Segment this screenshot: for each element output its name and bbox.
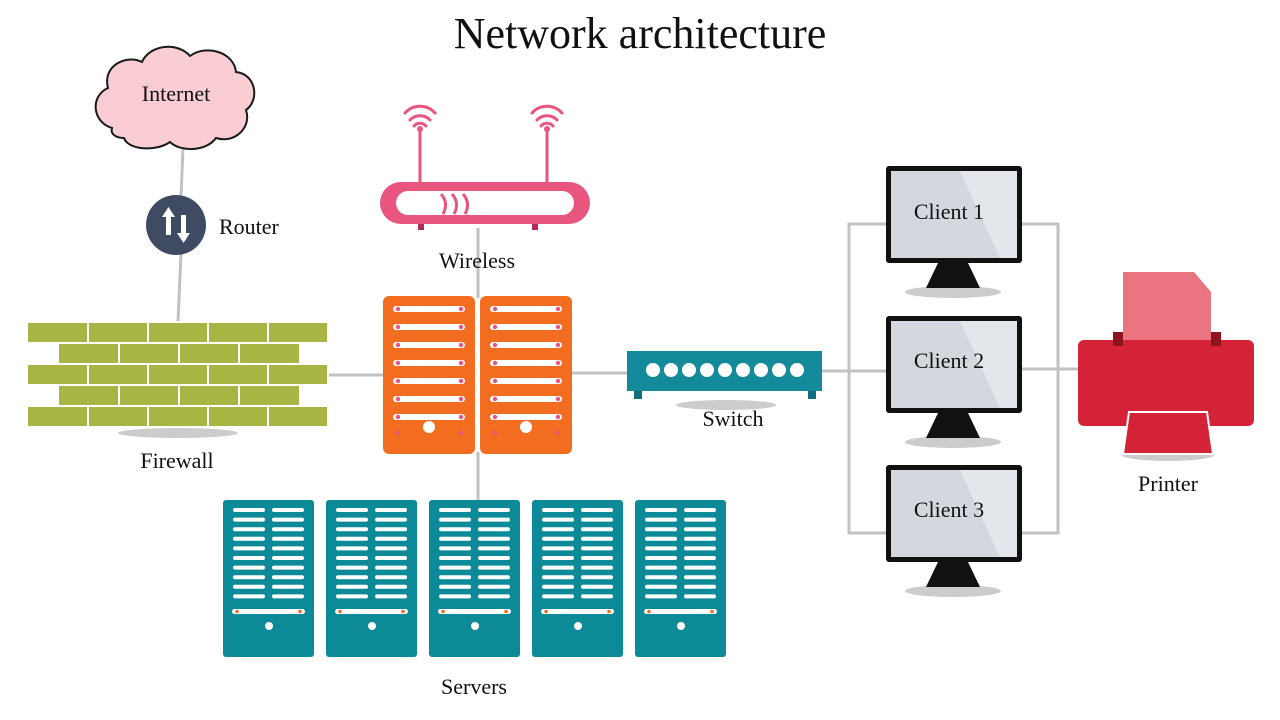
router-icon [146, 195, 206, 255]
client3-label: Client 3 [913, 497, 985, 522]
core-server-unit [480, 296, 572, 454]
wireless-label: Wireless [438, 248, 516, 273]
diagram-title: Network architecture [453, 9, 827, 58]
switch-port [772, 363, 786, 377]
server-icon [326, 500, 417, 657]
switch-port [646, 363, 660, 377]
wireless-router-icon [380, 104, 590, 230]
printer-icon [1078, 272, 1254, 461]
client-monitor [886, 465, 1022, 597]
switch-icon [627, 351, 822, 410]
monitor-icon [886, 166, 1022, 597]
connector-router-firewall [176, 252, 183, 323]
switch-port [664, 363, 678, 377]
client-monitor [886, 166, 1022, 298]
server-icon [635, 500, 726, 657]
switch-port [718, 363, 732, 377]
router-label: Router [219, 214, 279, 239]
connector-left-bus [847, 222, 888, 535]
client2-label: Client 2 [913, 348, 985, 373]
switch-port [682, 363, 696, 377]
internet-label: Internet [141, 81, 211, 106]
core-server-icon [383, 296, 572, 454]
server-icon [532, 500, 623, 657]
core-server-unit [383, 296, 475, 454]
servers-label: Servers [441, 674, 507, 699]
printer-label: Printer [1138, 471, 1198, 496]
switch-port [700, 363, 714, 377]
server-icon [223, 500, 314, 657]
firewall-label: Firewall [140, 448, 214, 473]
client1-label: Client 1 [913, 199, 985, 224]
cloud-icon [94, 45, 256, 150]
switch-port [754, 363, 768, 377]
server-rack-group [223, 500, 726, 657]
connector-right-bus [1022, 222, 1060, 535]
server-icon [429, 500, 520, 657]
switch-label: Switch [702, 406, 764, 431]
client-monitor [886, 316, 1022, 448]
switch-port [736, 363, 750, 377]
switch-port [790, 363, 804, 377]
connector-internet-router [179, 147, 185, 199]
firewall-icon [26, 321, 329, 438]
connectors [176, 147, 1078, 535]
